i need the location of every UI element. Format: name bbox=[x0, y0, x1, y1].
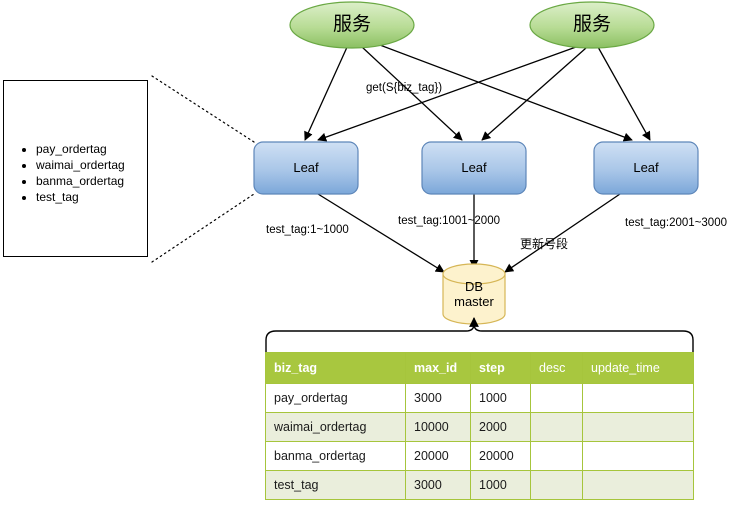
edge-service-left-leaf-1 bbox=[304, 44, 349, 141]
service-to-leaf-edges bbox=[304, 41, 651, 142]
cell-desc bbox=[530, 412, 583, 442]
cell-update-time bbox=[582, 383, 694, 413]
table-row: waimai_ordertag 10000 2000 bbox=[265, 412, 694, 442]
cell-update-time bbox=[582, 441, 694, 471]
cell-step: 1000 bbox=[470, 383, 531, 413]
db-master-label: DB master bbox=[443, 278, 505, 312]
list-item: banma_ordertag bbox=[36, 173, 125, 189]
cell-max-id: 20000 bbox=[405, 441, 471, 471]
cell-biz-tag: waimai_ordertag bbox=[265, 412, 406, 442]
column-header-max-id: max_id bbox=[405, 352, 471, 384]
tag-list-callout-lines bbox=[151, 75, 255, 263]
update-segment-label: 更新号段 bbox=[520, 237, 569, 251]
cell-update-time bbox=[582, 412, 694, 442]
leaf-1-range-label: test_tag:1~1000 bbox=[266, 224, 349, 236]
edge-service-right-leaf-2 bbox=[481, 47, 587, 141]
cell-max-id: 3000 bbox=[405, 383, 471, 413]
cell-desc bbox=[530, 441, 583, 471]
edge-service-right-leaf-1 bbox=[317, 46, 577, 142]
cell-biz-tag: banma_ordertag bbox=[265, 441, 406, 471]
edge-leaf-3-db bbox=[504, 193, 621, 273]
leaf-2-range-label: test_tag:1001~2000 bbox=[398, 215, 500, 227]
column-header-desc: desc bbox=[530, 352, 583, 384]
callout-line-top bbox=[151, 75, 255, 143]
db-master-line-2: master bbox=[454, 294, 494, 309]
leaf-3-range-label: test_tag:2001~3000 bbox=[625, 217, 727, 229]
edge-service-right-leaf-3 bbox=[597, 46, 651, 141]
leaf-to-db-edges bbox=[317, 193, 621, 273]
callout-line-bottom bbox=[151, 193, 255, 263]
leaf-1-label: Leaf bbox=[293, 159, 319, 175]
biz-tag-list-box: pay_ordertag waimai_ordertag banma_order… bbox=[3, 80, 148, 257]
table-to-db-brace bbox=[265, 317, 694, 352]
list-item: pay_ordertag bbox=[36, 141, 125, 157]
table-body: pay_ordertag 3000 1000 waimai_ordertag 1… bbox=[265, 383, 694, 500]
leaf-alloc-table: biz_tag max_id step desc update_time pay… bbox=[265, 352, 694, 500]
service-right-label: 服务 bbox=[572, 13, 611, 36]
cell-max-id: 3000 bbox=[405, 470, 471, 500]
cell-biz-tag: test_tag bbox=[265, 470, 406, 500]
leaf-2-label: Leaf bbox=[461, 159, 487, 175]
table-row: banma_ordertag 20000 20000 bbox=[265, 441, 694, 471]
column-header-biz-tag: biz_tag bbox=[265, 352, 406, 384]
cell-step: 2000 bbox=[470, 412, 531, 442]
list-item: waimai_ordertag bbox=[36, 157, 125, 173]
db-master-line-1: DB bbox=[464, 279, 484, 295]
get-request-label: get(S{biz_tag}) bbox=[366, 82, 443, 94]
biz-tag-list: pay_ordertag waimai_ordertag banma_order… bbox=[4, 141, 125, 205]
cell-update-time bbox=[582, 470, 694, 500]
cell-desc bbox=[530, 383, 583, 413]
table-header: biz_tag max_id step desc update_time bbox=[265, 352, 694, 384]
service-left-label: 服务 bbox=[332, 13, 371, 36]
cell-step: 20000 bbox=[470, 441, 531, 471]
table-row: test_tag 3000 1000 bbox=[265, 470, 694, 500]
leaf-3-label: Leaf bbox=[633, 159, 659, 175]
table-row: pay_ordertag 3000 1000 bbox=[265, 383, 694, 413]
table-header-row: biz_tag max_id step desc update_time bbox=[265, 352, 694, 384]
cell-biz-tag: pay_ordertag bbox=[265, 383, 406, 413]
column-header-step: step bbox=[470, 352, 531, 384]
cell-max-id: 10000 bbox=[405, 412, 471, 442]
cell-desc bbox=[530, 470, 583, 500]
list-item: test_tag bbox=[36, 189, 125, 205]
column-header-update-time: update_time bbox=[582, 352, 694, 384]
cell-step: 1000 bbox=[470, 470, 531, 500]
